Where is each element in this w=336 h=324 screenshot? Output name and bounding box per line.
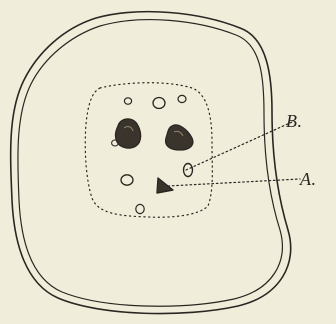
vessel-b [184,164,193,177]
leader-line-b [186,122,292,170]
vessel-bottom [136,204,144,213]
bundle-right [166,125,193,150]
vessel-a [157,178,173,193]
dotted-inner-ring [85,83,212,218]
vessel-top-right [153,98,165,109]
outer-boundary-inner [18,20,282,307]
label-b: B. [286,112,303,130]
leader-line-a [168,179,300,186]
vessel-left-middle [121,175,133,185]
outer-boundary-outer [11,12,291,314]
vessel-top-left [124,98,131,104]
label-a: A. [300,170,317,188]
bundle-left-large [115,119,140,148]
vessel-right-top [178,95,186,102]
